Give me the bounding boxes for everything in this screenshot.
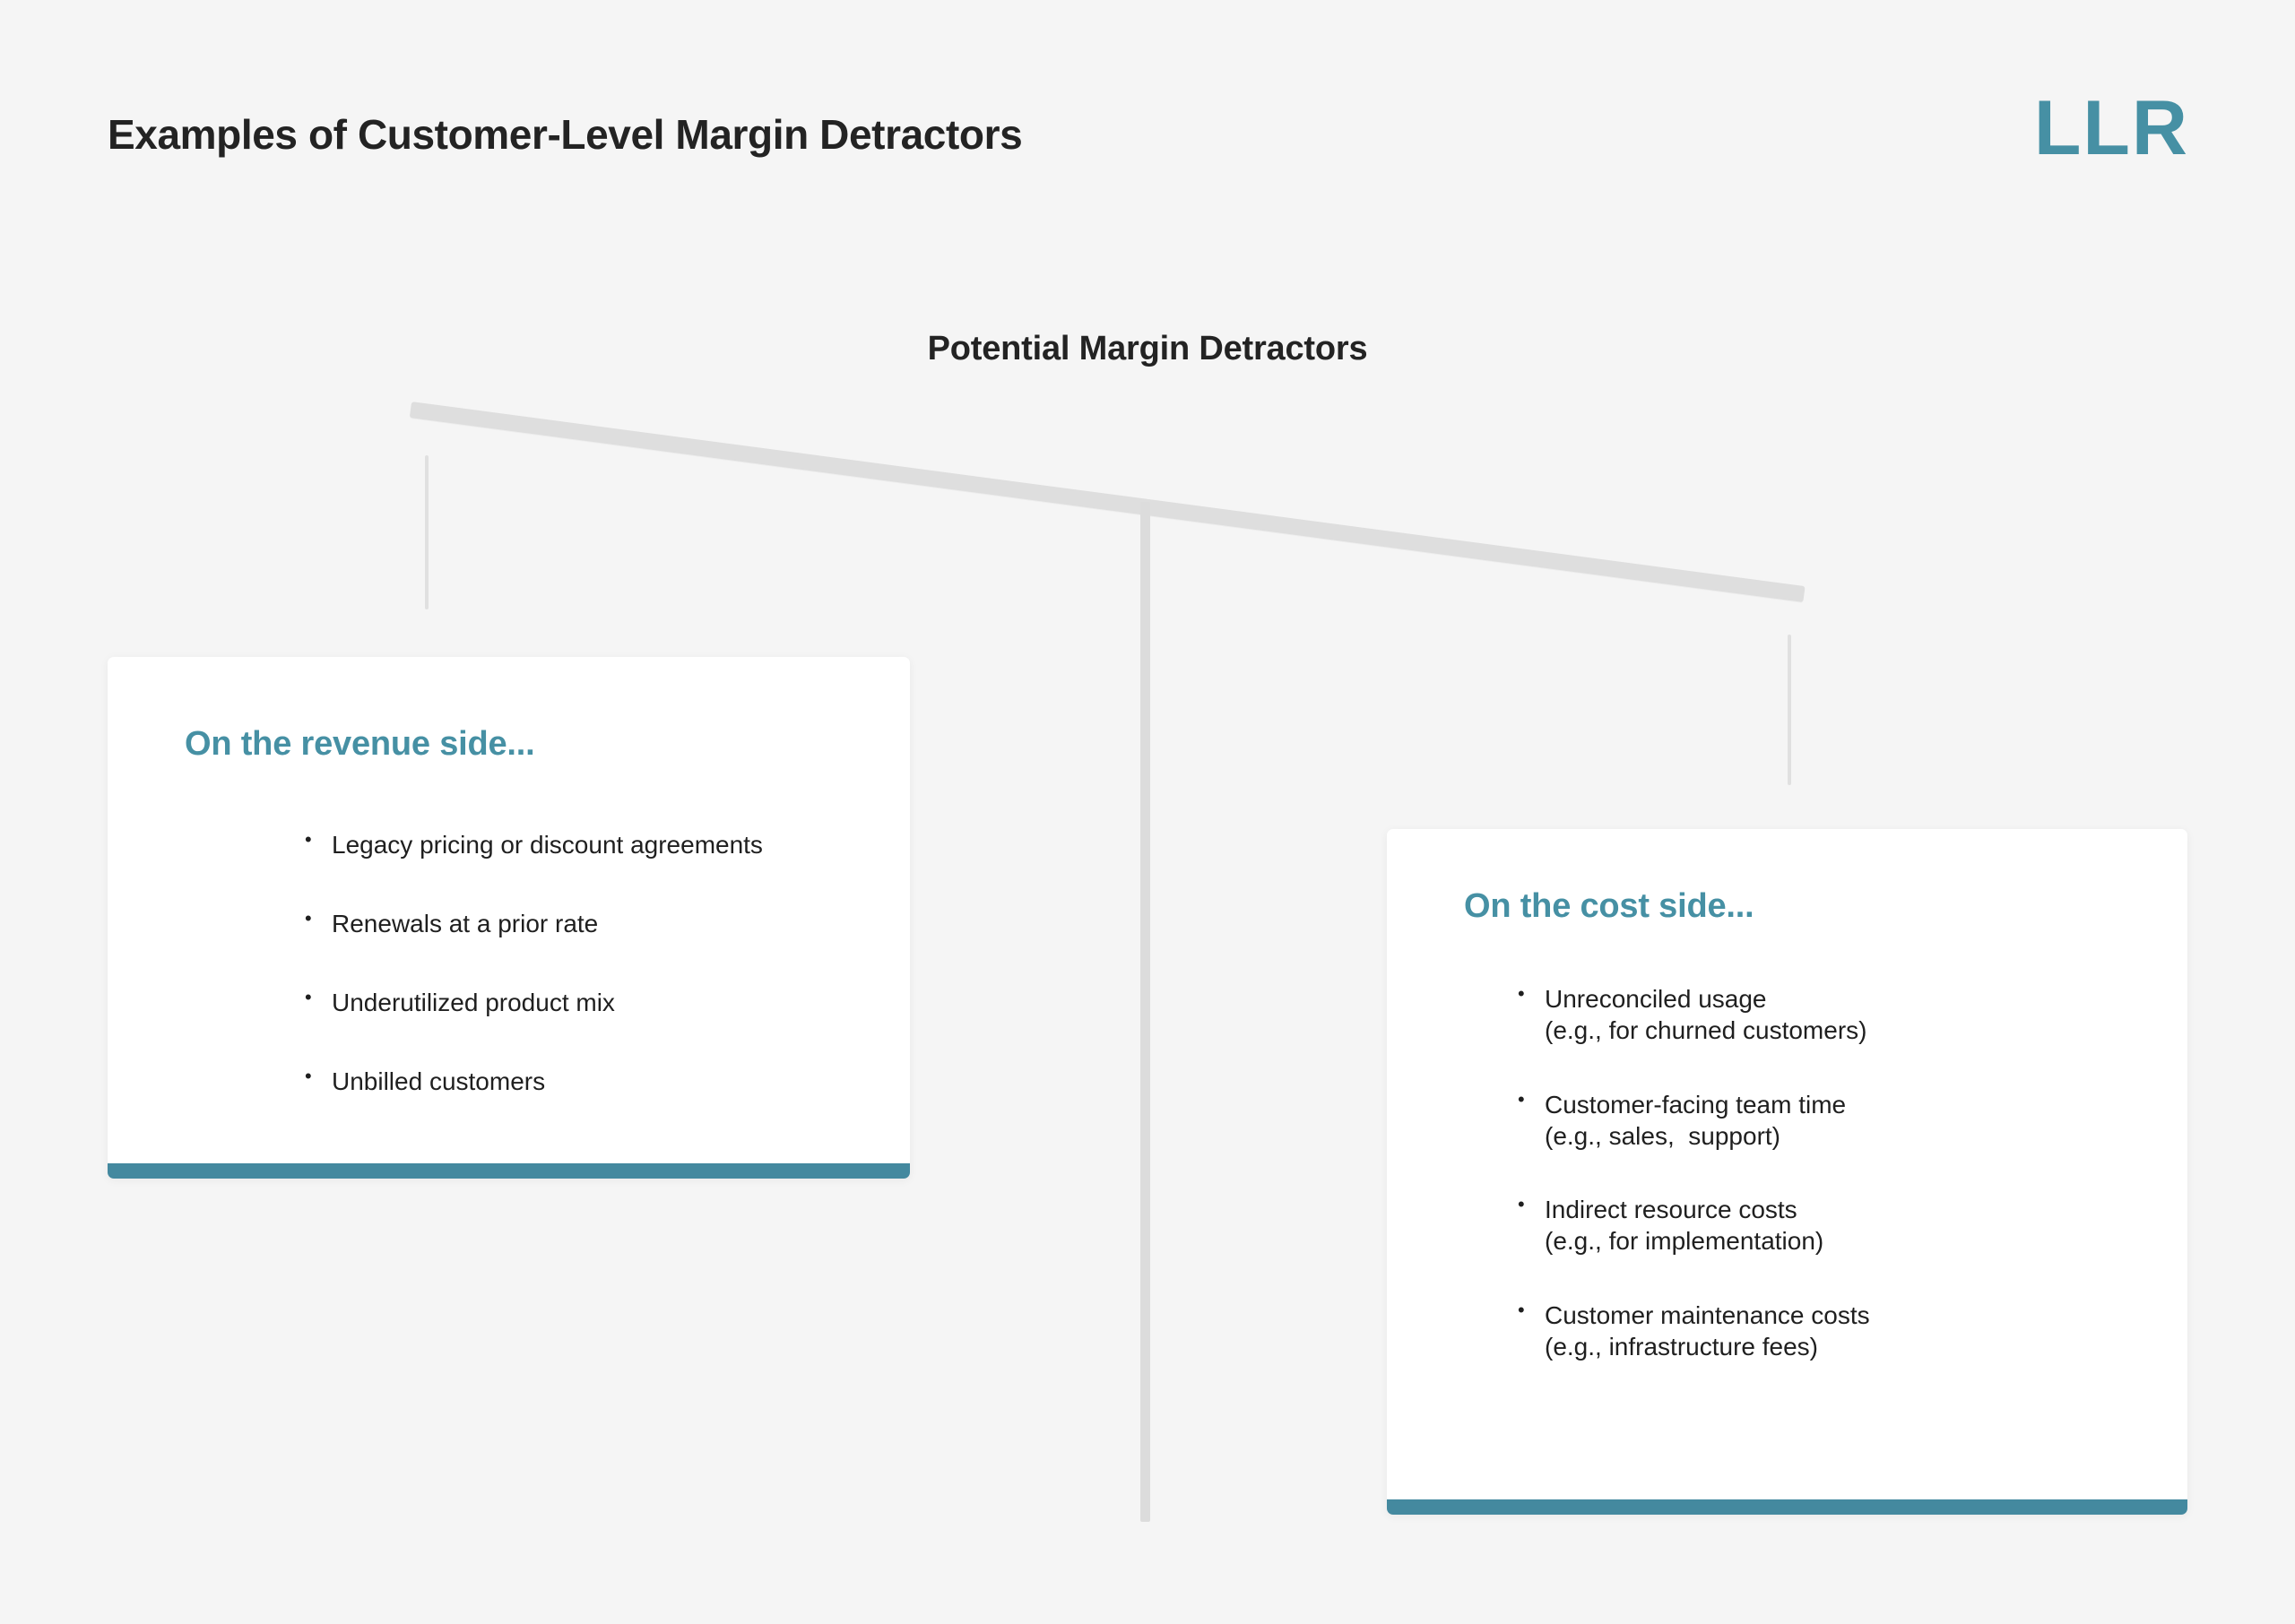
list-item: Customer maintenance costs (e.g., infras… <box>1512 1298 2155 1363</box>
bullet-text: Renewals at a prior rate <box>332 910 599 937</box>
bullet-text: Customer maintenance costs <box>1545 1300 1870 1329</box>
card-revenue-heading: On the revenue side... <box>185 725 535 763</box>
list-item: Legacy pricing or discount agreements <box>299 827 874 860</box>
card-revenue-bullet-list: Legacy pricing or discount agreements Re… <box>299 827 874 1097</box>
scale-hanger-left-icon <box>425 455 429 609</box>
scale-diagram-title: Potential Margin Detractors <box>927 330 1368 367</box>
bullet-text: Legacy pricing or discount agreements <box>332 831 763 859</box>
bullet-text: Customer-facing team time <box>1545 1090 1847 1119</box>
bullet-subtext: (e.g., sales, support) <box>1545 1121 1781 1150</box>
card-cost-side: On the cost side... Unreconciled usage (… <box>1387 829 2187 1515</box>
list-item: Unreconciled usage (e.g., for churned cu… <box>1512 981 2155 1047</box>
bullet-text: Indirect resource costs <box>1545 1196 1797 1224</box>
card-revenue-side: On the revenue side... Legacy pricing or… <box>108 657 910 1179</box>
bullet-text: Underutilized product mix <box>332 989 615 1016</box>
bullet-text: Unreconciled usage <box>1545 985 1767 1013</box>
scale-beam-icon <box>409 402 1806 602</box>
bullet-subtext: (e.g., infrastructure fees) <box>1545 1332 1819 1361</box>
list-item: Underutilized product mix <box>299 985 874 1018</box>
list-item: Unbilled customers <box>299 1064 874 1097</box>
scale-post-icon <box>1140 502 1150 1522</box>
scale-hanger-right-icon <box>1788 635 1791 785</box>
card-cost-heading: On the cost side... <box>1464 887 1754 925</box>
llr-logo: LLR <box>2033 85 2189 171</box>
card-cost-bullet-list: Unreconciled usage (e.g., for churned cu… <box>1512 981 2155 1363</box>
page-title: Examples of Customer-Level Margin Detrac… <box>108 111 1023 158</box>
list-item: Customer-facing team time (e.g., sales, … <box>1512 1087 2155 1153</box>
list-item: Renewals at a prior rate <box>299 906 874 939</box>
bullet-text: Unbilled customers <box>332 1067 546 1095</box>
bullet-subtext: (e.g., for implementation) <box>1545 1227 1824 1256</box>
card-revenue-accent-bar <box>108 1163 910 1179</box>
card-cost-accent-bar <box>1387 1499 2187 1515</box>
list-item: Indirect resource costs (e.g., for imple… <box>1512 1192 2155 1257</box>
bullet-subtext: (e.g., for churned customers) <box>1545 1016 1867 1045</box>
